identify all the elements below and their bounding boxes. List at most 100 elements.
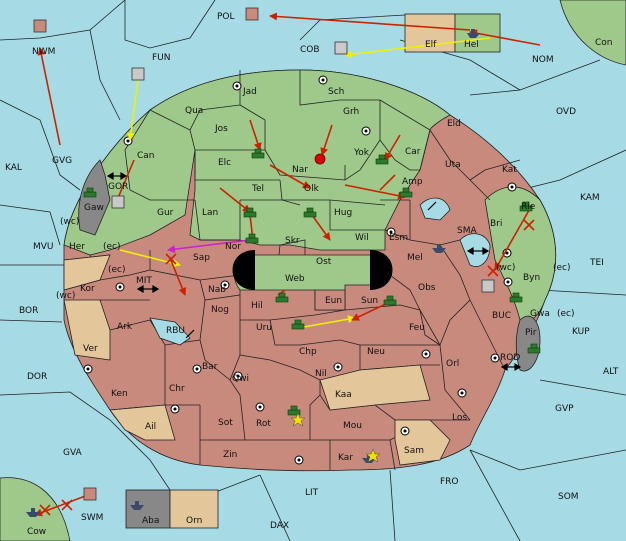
armies: [83, 148, 541, 416]
label-wc3: (wc): [56, 291, 75, 301]
ship: [26, 508, 40, 517]
label-ark: Ark: [117, 322, 133, 332]
label-ver: Ver: [83, 344, 98, 354]
army-unit: [303, 207, 317, 218]
supply-centers: [83, 75, 517, 465]
label-gvg: GVG: [52, 156, 72, 166]
label-cow: Cow: [27, 527, 46, 537]
army-unit: [527, 343, 541, 354]
label-mel: Mel: [407, 253, 423, 263]
province-gaw[interactable]: [78, 159, 111, 236]
province-eun[interactable]: [314, 289, 346, 311]
army-unit: [509, 292, 523, 303]
label-neu: Neu: [367, 347, 385, 357]
label-fun: FUN: [152, 53, 171, 63]
label-kam: KAM: [580, 193, 600, 203]
label-nil: Nil: [315, 369, 327, 379]
label-mou: Mou: [343, 421, 362, 431]
fleet-box: [245, 7, 259, 21]
label-ail: Ail: [145, 422, 156, 432]
label-nog: Nog: [211, 305, 229, 315]
label-orn: Orn: [186, 516, 202, 526]
bounce-marks: [39, 219, 535, 516]
label-ec1: (ec): [103, 242, 121, 252]
ship: [432, 244, 446, 253]
province-ver[interactable]: [63, 299, 111, 361]
label-pir: Pir: [525, 328, 537, 338]
label-amp: Amp: [402, 177, 423, 187]
label-gvp: GVP: [555, 404, 574, 414]
label-bar: Bar: [202, 362, 218, 372]
label-nom: NOM: [532, 55, 554, 65]
label-sot: Sot: [218, 418, 233, 428]
label-qwi: Qwi: [232, 374, 249, 384]
label-cob: COB: [300, 45, 320, 55]
label-gva: GVA: [63, 448, 83, 458]
label-kaa: Kaa: [335, 390, 352, 400]
label-tel: Tel: [251, 184, 264, 194]
label-buc: BUC: [492, 311, 511, 321]
label-sap: Sap: [193, 253, 210, 263]
label-can: Can: [137, 151, 155, 161]
label-wc2: (wc): [496, 263, 515, 273]
province-orn[interactable]: [169, 489, 219, 529]
label-mit: MIT: [136, 276, 152, 286]
label-feu: Feu: [409, 323, 425, 333]
label-byn: Byn: [523, 273, 540, 283]
army-unit: [243, 207, 257, 218]
label-eld: Eld: [447, 119, 461, 129]
label-orl: Orl: [446, 359, 459, 369]
region-east-green[interactable]: [484, 186, 557, 322]
label-wil: Wil: [355, 233, 369, 243]
label-dor: DOR: [27, 372, 47, 382]
label-web: Web: [285, 274, 305, 284]
province-pir[interactable]: [515, 315, 541, 372]
label-hel: Hel: [464, 40, 479, 50]
fleets: [26, 7, 495, 517]
label-wc1: (wc): [60, 217, 79, 227]
army-unit: [251, 148, 265, 159]
fleet-box: [33, 19, 47, 33]
fleet-box: [481, 279, 495, 293]
star-marker: [365, 448, 381, 463]
label-fro: FRO: [440, 477, 459, 487]
label-bor: BOR: [19, 306, 38, 316]
label-olk: Olk: [304, 184, 320, 194]
label-ec3: (ec): [108, 265, 126, 275]
label-chp: Chp: [299, 347, 317, 357]
army-unit: [291, 319, 305, 330]
label-mvu: MVU: [33, 242, 54, 252]
label-con: Con: [595, 38, 613, 48]
label-lit: LIT: [305, 488, 319, 498]
inlet-mel-sea: [459, 233, 491, 267]
label-chr: Chr: [169, 384, 185, 394]
orders: [34, 12, 541, 517]
fleet-box: [131, 67, 145, 81]
label-kar: Kar: [338, 453, 353, 463]
label-qua: Qua: [185, 106, 203, 116]
province-kaa[interactable]: [319, 364, 431, 411]
province-ail[interactable]: [109, 404, 176, 441]
fleet-box: [334, 41, 348, 55]
label-tei: TEI: [589, 258, 604, 268]
label-dax: DAX: [270, 521, 289, 531]
central-cap-right: [370, 250, 393, 290]
label-skr: Skr: [285, 236, 300, 246]
label-sun: Sun: [361, 296, 378, 306]
label-uta: Uta: [445, 160, 461, 170]
army-unit: [287, 405, 301, 416]
label-ken: Ken: [111, 389, 128, 399]
label-car: Car: [405, 147, 421, 157]
star-marker: [290, 412, 306, 427]
army-unit: [83, 187, 97, 198]
label-alt: ALT: [603, 367, 619, 377]
label-lan: Lan: [202, 208, 218, 218]
label-bri: Bri: [490, 219, 502, 229]
label-nwm: NWM: [32, 47, 55, 57]
province-kor[interactable]: [63, 254, 111, 291]
label-jos: Jos: [214, 124, 228, 134]
army-unit: [519, 201, 533, 212]
label-swm: SWM: [81, 513, 103, 523]
label-gwa: Gwa: [530, 309, 550, 319]
label-rot: Rot: [256, 419, 271, 429]
